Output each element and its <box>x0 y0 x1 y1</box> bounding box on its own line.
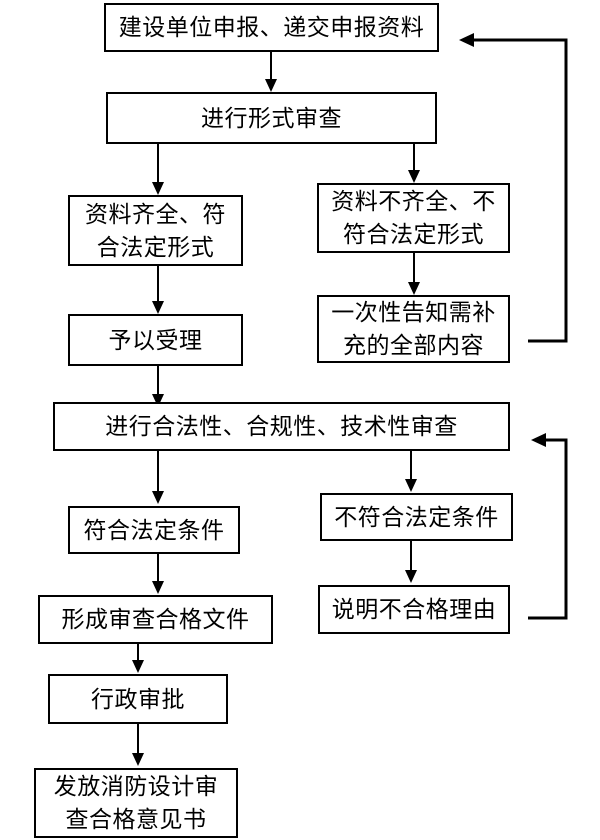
edge-substantive-review-to-meets-conditions <box>152 451 164 504</box>
edge-declare-to-formal-review <box>265 52 277 92</box>
node-admin-approval: 行政审批 <box>48 674 228 724</box>
node-substantive-review: 进行合法性、合规性、技术性审查 <box>53 402 510 451</box>
node-formal-review: 进行形式审查 <box>106 92 437 144</box>
node-not-meet-conditions: 不符合法定条件 <box>320 493 513 541</box>
node-issue-opinion: 发放消防设计审 查合格意见书 <box>34 768 238 838</box>
edge-loop-notify-supplement-to-declare <box>459 33 568 343</box>
node-declare: 建设单位申报、递交申报资料 <box>104 3 439 52</box>
node-explain-reasons: 说明不合格理由 <box>318 585 510 634</box>
node-notify-supplement: 一次性告知需补 充的全部内容 <box>317 295 510 363</box>
edge-accept-to-substantive-review <box>152 366 164 407</box>
edge-formal-review-to-materials-complete <box>152 144 164 195</box>
edge-materials-incomplete-to-notify-supplement <box>408 253 420 295</box>
edge-substantive-review-to-not-meet-conditions <box>405 451 417 492</box>
node-materials-incomplete: 资料不齐全、不 符合法定形式 <box>317 183 510 253</box>
edge-formal-review-to-materials-incomplete <box>408 144 420 183</box>
node-accept: 予以受理 <box>68 314 243 366</box>
edge-materials-complete-to-accept <box>152 266 164 314</box>
edge-admin-approval-to-issue-opinion <box>132 724 144 766</box>
node-materials-complete: 资料齐全、符 合法定形式 <box>68 195 243 266</box>
edge-qualified-document-to-admin-approval <box>132 644 144 673</box>
node-meets-conditions: 符合法定条件 <box>68 506 240 554</box>
node-qualified-document: 形成审查合格文件 <box>38 595 273 644</box>
edge-not-meet-conditions-to-explain-reasons <box>405 541 417 583</box>
edge-meets-conditions-to-qualified-document <box>152 554 164 594</box>
edge-loop-explain-reasons-to-substantive-review <box>528 433 568 620</box>
